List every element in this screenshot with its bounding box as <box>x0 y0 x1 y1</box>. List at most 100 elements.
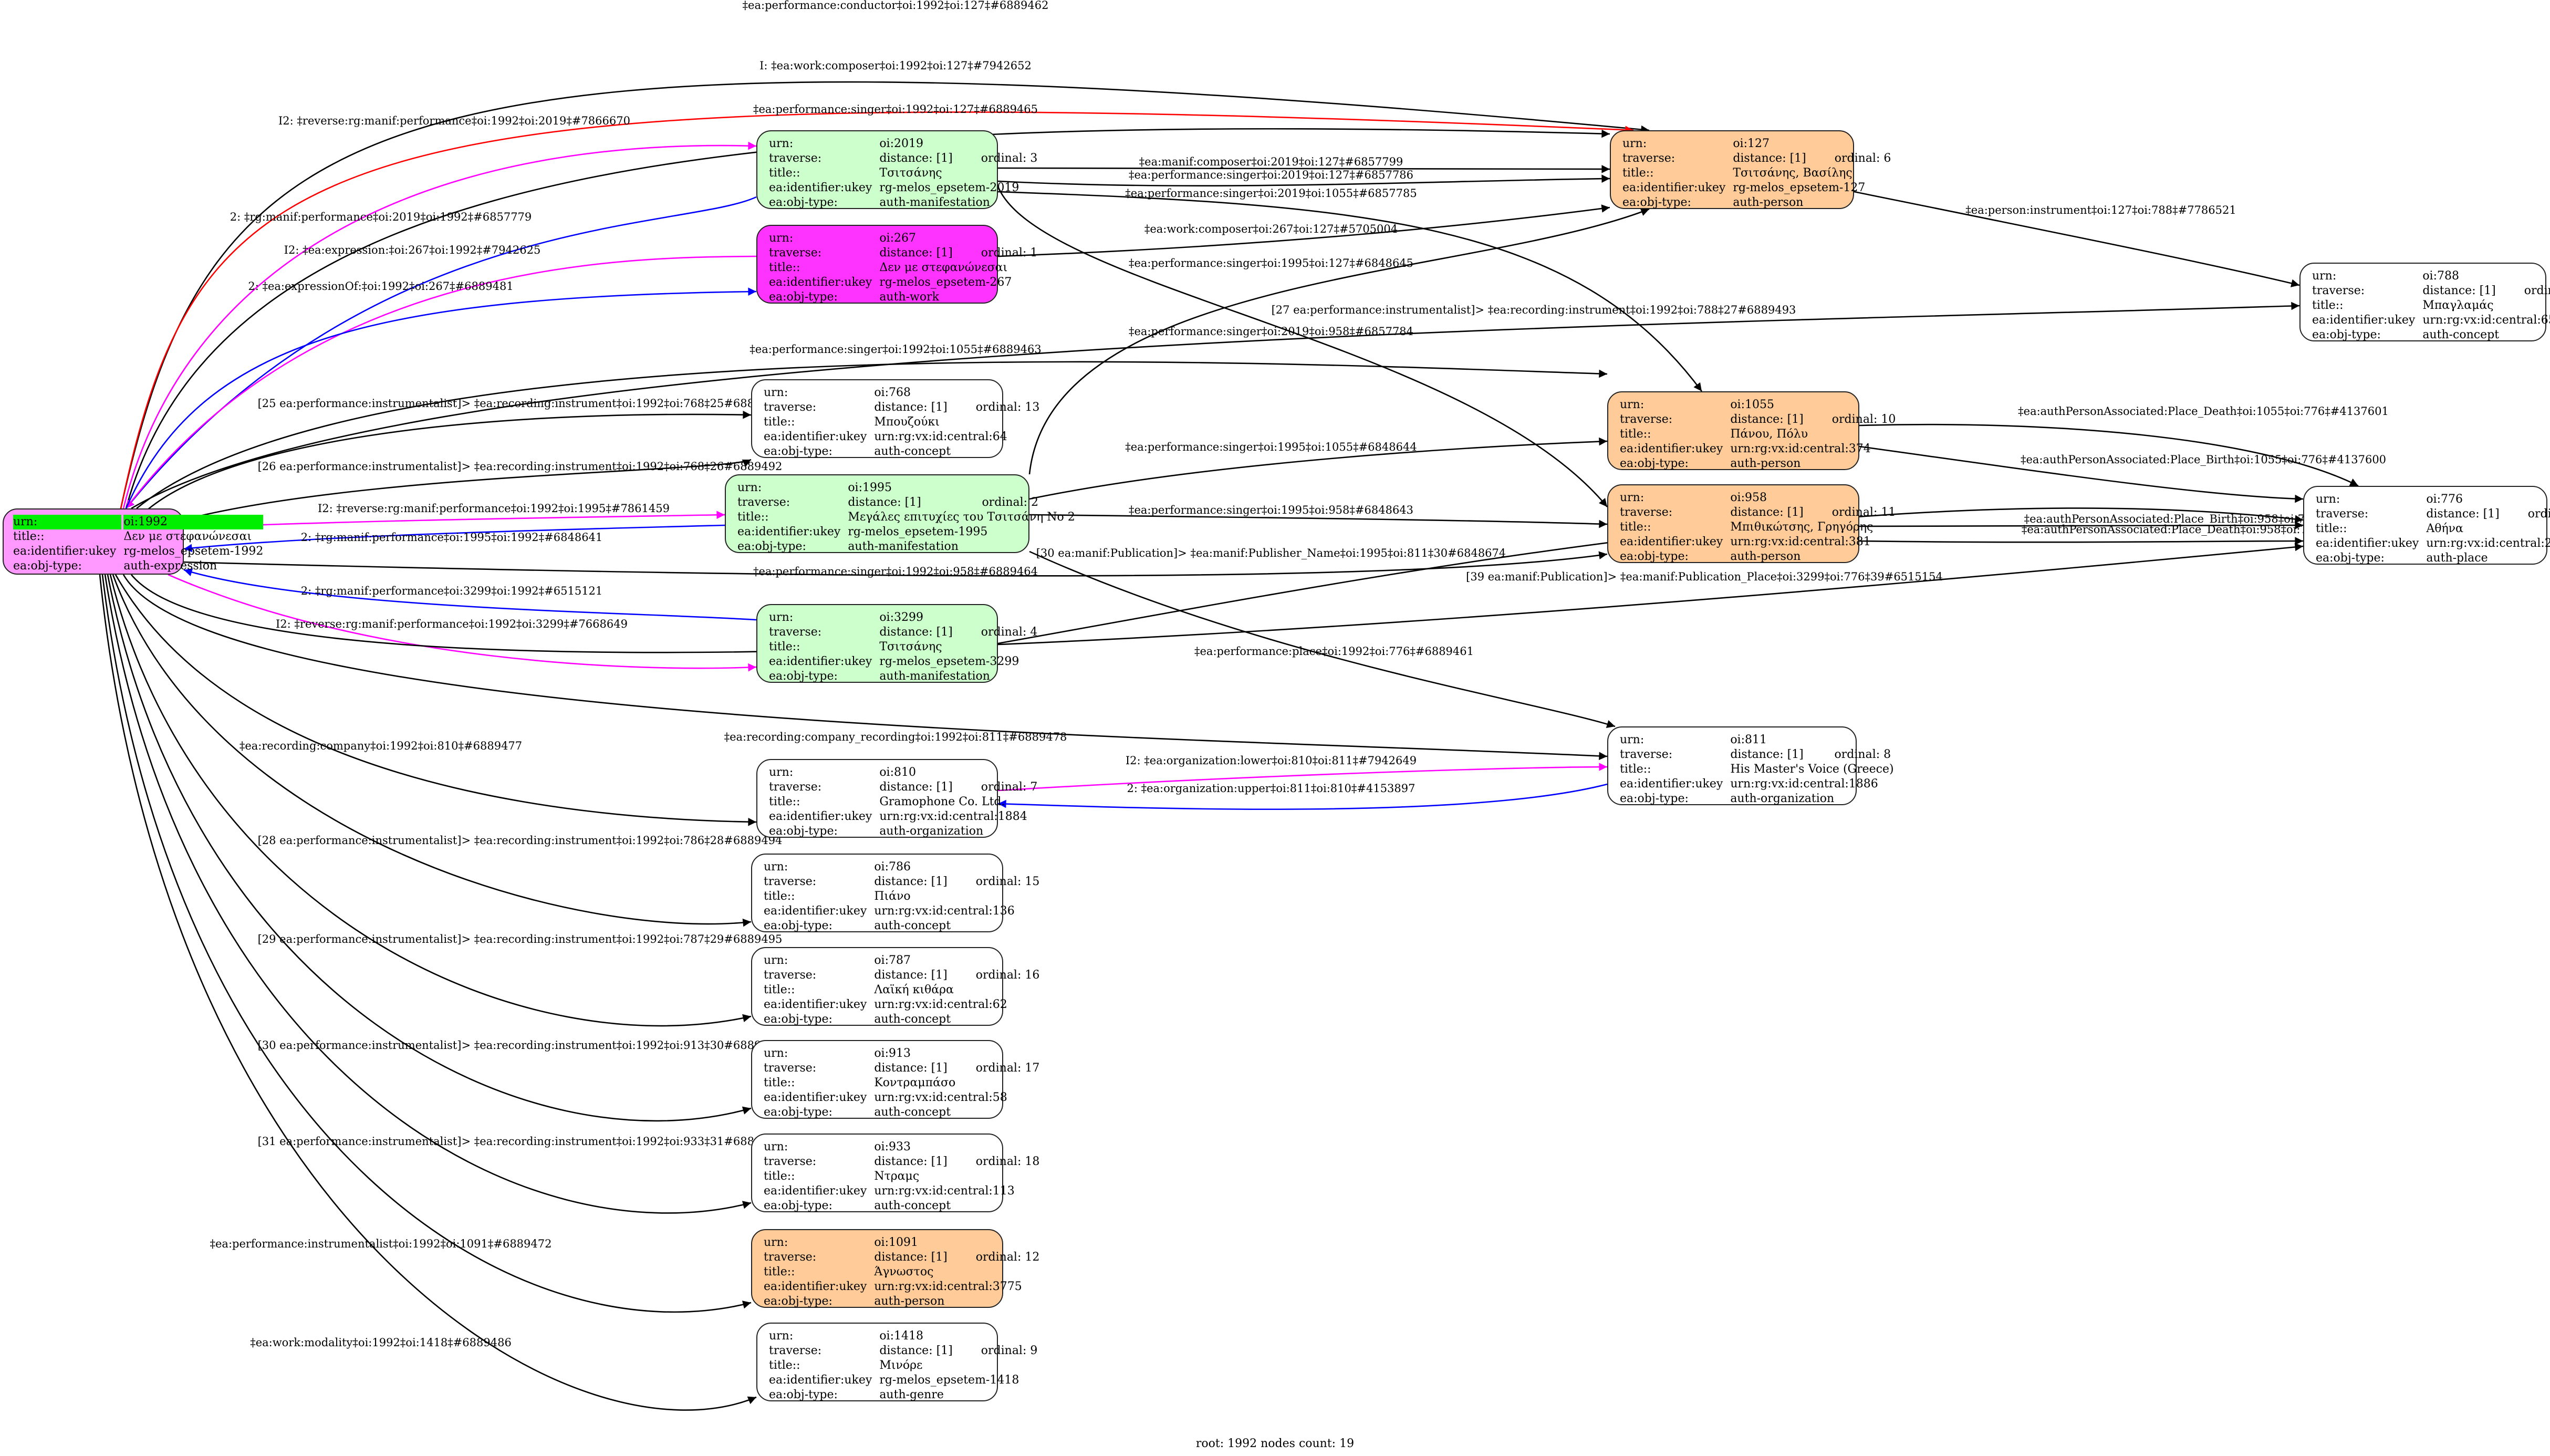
node-field-objtype: ea:obj-type:auth-concept <box>764 1199 1039 1213</box>
edge-label: [28 ea:performance:instrumentalist]> ‡ea… <box>258 834 783 847</box>
field-label: ea:identifier:ukey <box>769 276 872 289</box>
edge-label: ‡ea:performance:singer‡oi:1995‡oi:958‡#6… <box>1129 504 1413 516</box>
edge-label: ‡ea:performance:singer‡oi:2019‡oi:958‡#6… <box>1129 325 1413 338</box>
field-value: auth-person <box>1733 196 1804 209</box>
edge-label: [27 ea:performance:instrumentalist]> ‡ea… <box>1272 304 1796 316</box>
node-field-objtype: ea:obj-type: auth-manifestation <box>737 539 1075 554</box>
field-ordinal: ordinal: 13 <box>975 401 1040 414</box>
field-label: ea:obj-type: <box>764 1295 832 1308</box>
field-value: auth-place <box>2426 552 2488 565</box>
field-ordinal: ordinal: 14 <box>2524 284 2550 297</box>
edge-958-to-776 <box>1859 521 2304 529</box>
field-value: urn:rg:vx:id:central:65 <box>2422 314 2550 327</box>
field-ordinal: ordinal: 3 <box>981 152 1038 165</box>
node-field-title: title::Αθήνα <box>2316 522 2550 536</box>
node-field-objtype: ea:obj-type:auth-manifestation <box>769 195 1037 210</box>
edge-1992-to-768 <box>136 410 752 521</box>
field-label: traverse: <box>764 401 817 414</box>
field-label: title:: <box>764 1076 795 1089</box>
field-label: title:: <box>2316 522 2347 535</box>
edge-1995-to-811 <box>1029 550 1616 728</box>
edge-label: ‡ea:work:modality‡oi:1992‡oi:1418‡#68894… <box>250 1336 512 1349</box>
node-field-title: title::Ντραμς <box>764 1169 1039 1184</box>
field-label: ea:obj-type: <box>764 445 832 458</box>
node-field-urn: urn:oi:810 <box>769 765 1037 780</box>
edge-label: 2: ‡ea:organization:upper‡oi:811‡oi:810‡… <box>1127 782 1415 795</box>
field-label: ea:identifier:ukey <box>13 545 117 558</box>
edge-label: ‡ea:work:composer‡oi:267‡oi:127‡#5705004 <box>1144 223 1398 235</box>
edge-label: ‡ea:person:instrument‡oi:127‡oi:788‡#778… <box>1965 204 2236 216</box>
edge-labels-layer: ‡ea:performance:conductor‡oi:1992‡oi:127… <box>210 0 2389 1349</box>
field-label: ea:identifier:ukey <box>764 1091 867 1104</box>
field-value: distance: [1] <box>2422 284 2496 297</box>
field-label: urn: <box>2316 493 2340 506</box>
edge-1995-to-1992 <box>183 524 725 553</box>
field-value: Λαϊκή κιθάρα <box>874 983 954 996</box>
edge-label: ‡ea:performance:singer‡oi:1992‡oi:958‡#6… <box>753 565 1038 578</box>
field-value: auth-manifestation <box>848 540 959 553</box>
field-value: urn:rg:vx:id:central:136 <box>874 904 1015 918</box>
edge-label: [39 ea:manif:Publication]> ‡ea:manif:Pub… <box>1466 570 1943 583</box>
edge-label: ‡ea:performance:singer‡oi:1995‡oi:127‡#6… <box>1129 257 1413 269</box>
field-label: ea:identifier:ukey <box>764 430 867 443</box>
edge-1992-to-786 <box>112 574 752 927</box>
field-value: oi:776 <box>2426 493 2463 506</box>
field-value: Ντραμς <box>874 1170 920 1183</box>
node-field-title: title::Τσιτσάνης <box>769 640 1037 654</box>
node-field-title: title::Πάνου, Πόλυ <box>1620 427 1896 442</box>
field-label: title:: <box>1620 763 1651 776</box>
field-value: distance: [1] <box>874 401 948 414</box>
edge-label: 2: ‡rg:manif:performance‡oi:2019‡oi:1992… <box>230 211 532 223</box>
field-value: oi:267 <box>879 232 916 245</box>
field-value: Gramophone Co. Ltd. <box>879 795 1005 808</box>
edge-1992-to-267 <box>125 287 757 509</box>
node-field-title: title::Gramophone Co. Ltd. <box>769 795 1037 809</box>
edge-2019-to-127 <box>997 174 1610 187</box>
edge-label: [31 ea:performance:instrumentalist]> ‡ea… <box>258 1135 783 1148</box>
node-field-title: title::Μπαγλαμάς <box>2312 298 2550 313</box>
field-value: auth-organization <box>879 825 984 838</box>
field-ordinal: ordinal: 12 <box>975 1251 1040 1264</box>
field-value: oi:786 <box>874 860 911 873</box>
edge-label: [30 ea:performance:instrumentalist]> ‡ea… <box>258 1039 783 1052</box>
field-label: title:: <box>1622 167 1654 180</box>
node-field-title: title::Κοντραμπάσο <box>764 1076 1039 1090</box>
field-label: ea:identifier:ukey <box>1620 777 1723 791</box>
field-label: ea:identifier:ukey <box>1620 535 1723 548</box>
edge-label: ‡ea:authPersonAssociated:Place_Death‡oi:… <box>2018 405 2389 418</box>
field-label: urn: <box>769 232 794 245</box>
edge-label: I2: ‡reverse:rg:manif:performance‡oi:199… <box>318 502 670 515</box>
field-label: ea:obj-type: <box>737 540 806 553</box>
field-value: rg-melos_epsetem-1995 <box>848 525 988 538</box>
field-label: title:: <box>769 795 800 808</box>
node-field-objtype: ea:obj-type:auth-expression <box>13 559 263 574</box>
edge-label: ‡ea:performance:singer‡oi:1995‡oi:1055‡#… <box>1125 441 1417 453</box>
